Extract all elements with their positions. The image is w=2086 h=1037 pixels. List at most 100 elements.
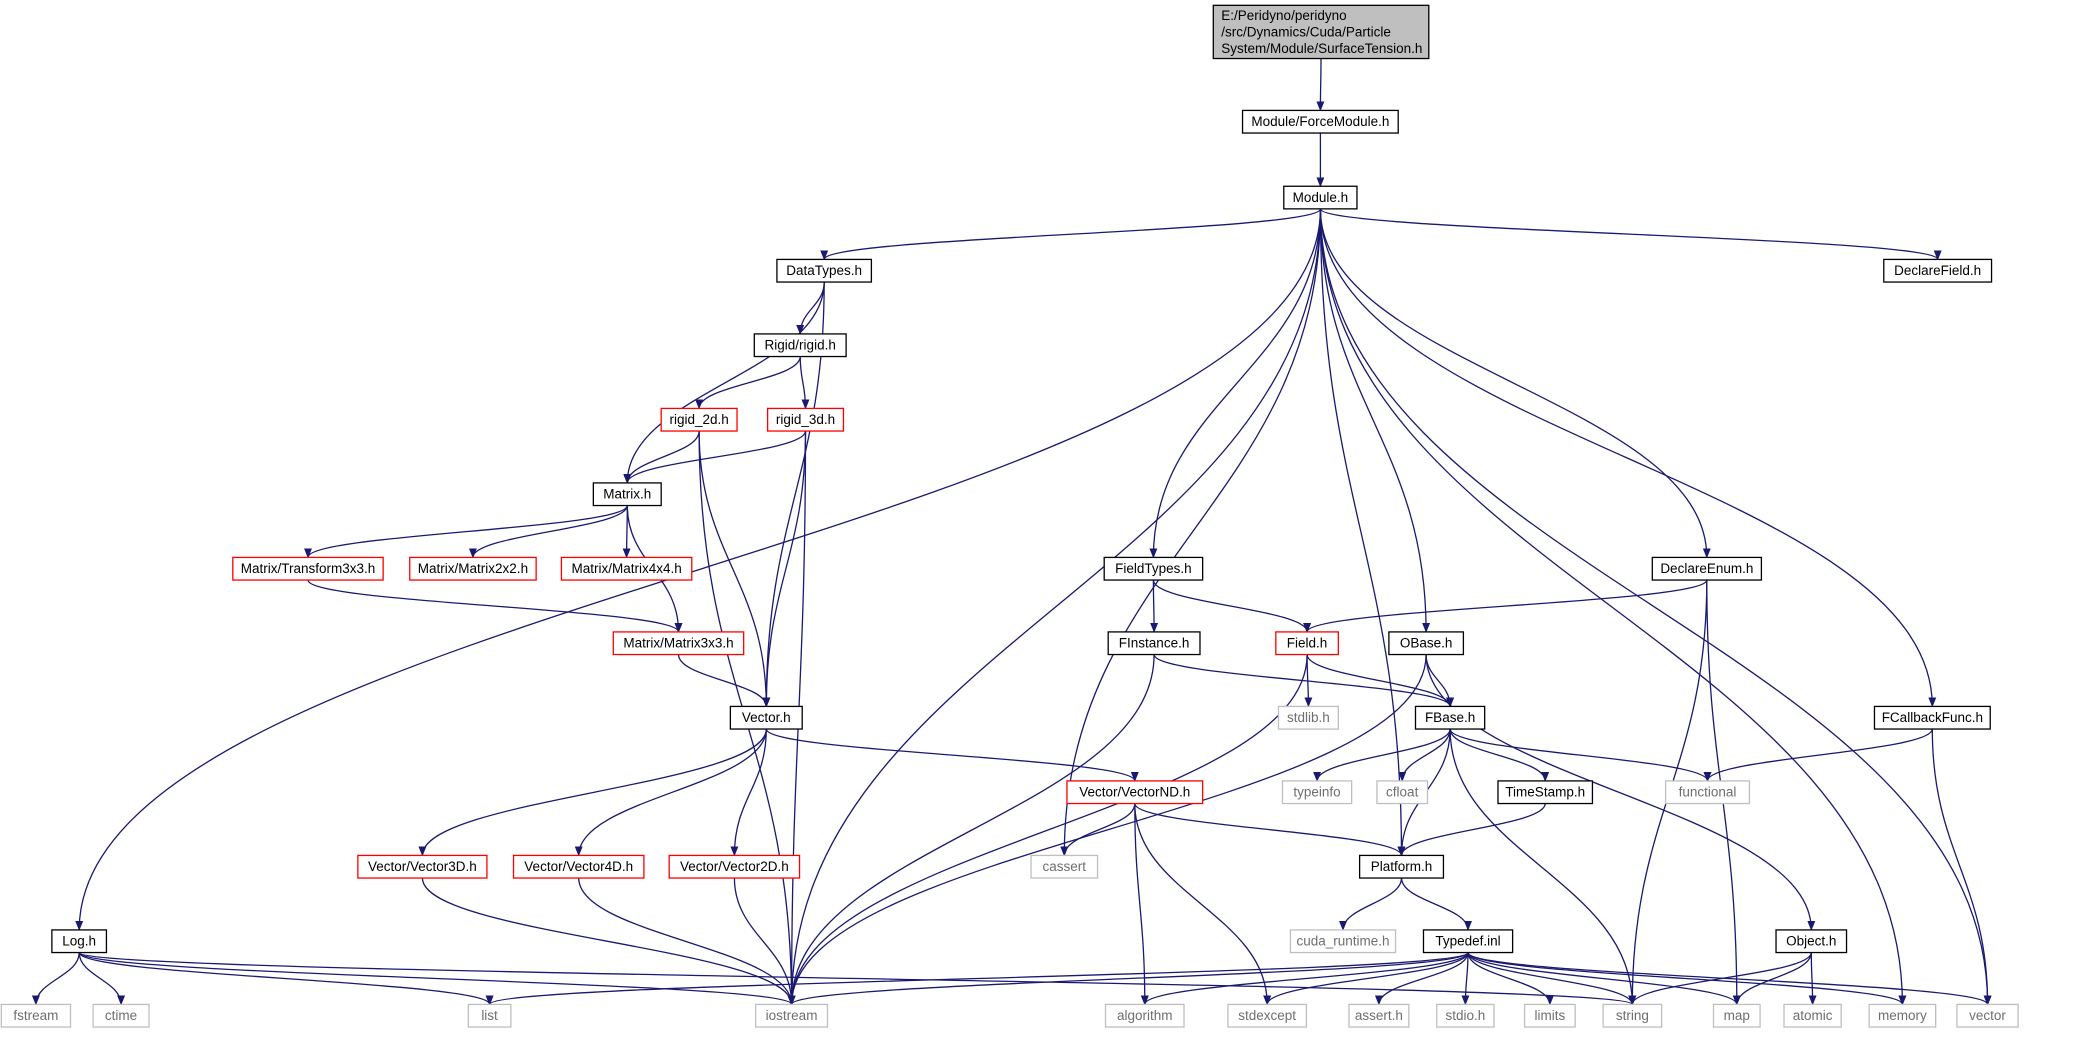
node-label-datatypes: DataTypes.h xyxy=(786,263,862,278)
node-label-obase: OBase.h xyxy=(1400,636,1453,651)
node-box-list xyxy=(467,1003,512,1028)
edge-rigid3d-to-matrix xyxy=(623,430,807,484)
node-box-field xyxy=(1275,631,1339,656)
node-box-platform xyxy=(1358,854,1445,879)
node-label-rigid3d: rigid_3d.h xyxy=(776,412,835,427)
node-box-vector xyxy=(729,705,803,730)
edge-typedef-to-stdio xyxy=(1461,952,1470,1006)
node-vector[interactable]: Vector.h xyxy=(729,705,803,730)
node-vectorstd: vector xyxy=(1956,1003,2019,1028)
edge-module-to-declareenum xyxy=(1319,208,1711,559)
node-matrix[interactable]: Matrix.h xyxy=(592,482,662,507)
edge-log-to-list xyxy=(78,951,494,1006)
node-box-iostream xyxy=(754,1003,829,1028)
edge-vector-to-vectornd xyxy=(765,728,1139,782)
edge-module-to-memory xyxy=(1319,208,1907,1006)
node-label-algorithm: algorithm xyxy=(1117,1008,1173,1023)
edge-fbase-to-functional xyxy=(1449,728,1712,782)
edge-vector2d-to-iostream xyxy=(733,877,796,1006)
edge-module-to-declarefield xyxy=(1319,208,1942,261)
node-box-fstream xyxy=(0,1003,72,1028)
node-vector3d[interactable]: Vector/Vector3D.h xyxy=(357,854,488,879)
node-finstance[interactable]: FInstance.h xyxy=(1107,631,1201,656)
node-fbase[interactable]: FBase.h xyxy=(1414,705,1486,730)
node-rigid2d[interactable]: rigid_2d.h xyxy=(660,407,738,432)
node-vector4d[interactable]: Vector/Vector4D.h xyxy=(512,854,645,879)
node-box-root xyxy=(1212,4,1430,60)
node-label-transform3x3: Matrix/Transform3x3.h xyxy=(241,561,376,576)
edge-typedef-to-vectorstd xyxy=(1467,951,1992,1006)
node-root[interactable]: E:/Peridyno/peridyno/src/Dynamics/Cuda/P… xyxy=(1212,4,1430,60)
edge-typedef-to-list xyxy=(485,951,1469,1006)
node-log[interactable]: Log.h xyxy=(51,929,108,954)
node-limits: limits xyxy=(1523,1003,1576,1028)
node-rigid[interactable]: Rigid/rigid.h xyxy=(753,333,847,358)
edge-vector-to-vector2d xyxy=(730,728,767,857)
node-fcallback[interactable]: FCallbackFunc.h xyxy=(1873,705,1991,730)
node-rigid3d[interactable]: rigid_3d.h xyxy=(766,407,845,432)
node-label-field: Field.h xyxy=(1287,636,1328,651)
edge-vectornd-to-algorithm xyxy=(1134,803,1149,1006)
edge-rigid-to-rigid2d xyxy=(695,356,801,410)
node-list: list xyxy=(467,1003,512,1028)
edge-module-to-log xyxy=(75,208,1322,931)
node-typedef[interactable]: Typedef.inl xyxy=(1422,929,1514,954)
node-module[interactable]: Module.h xyxy=(1283,185,1358,210)
node-box-ctime xyxy=(92,1003,150,1028)
node-field[interactable]: Field.h xyxy=(1275,631,1339,656)
node-box-limits xyxy=(1523,1003,1576,1028)
node-label-fbase: FBase.h xyxy=(1425,710,1475,725)
node-box-finstance xyxy=(1107,631,1201,656)
node-forcemodule[interactable]: Module/ForceModule.h xyxy=(1241,109,1399,134)
node-cfloat: cfloat xyxy=(1376,780,1429,805)
edge-module-to-obase xyxy=(1319,208,1431,633)
node-vector2d[interactable]: Vector/Vector2D.h xyxy=(668,854,801,879)
node-timestamp[interactable]: TimeStamp.h xyxy=(1497,780,1594,805)
node-datatypes[interactable]: DataTypes.h xyxy=(776,258,873,283)
edge-typedef-to-map xyxy=(1467,952,1741,1006)
edge-platform-to-cuda_runtime xyxy=(1339,877,1403,931)
node-declareenum[interactable]: DeclareEnum.h xyxy=(1651,556,1763,581)
node-cassert: cassert xyxy=(1030,854,1099,879)
node-vectornd[interactable]: Vector/VectorND.h xyxy=(1066,780,1204,805)
node-label-stdexcept: stdexcept xyxy=(1238,1008,1296,1023)
node-box-algorithm xyxy=(1104,1003,1185,1028)
node-stdexcept: stdexcept xyxy=(1227,1003,1308,1028)
node-obase[interactable]: OBase.h xyxy=(1388,631,1465,656)
node-object[interactable]: Object.h xyxy=(1775,929,1848,954)
node-box-log xyxy=(51,929,108,954)
node-box-matrix4x4 xyxy=(560,556,693,581)
node-fieldtypes[interactable]: FieldTypes.h xyxy=(1103,556,1204,581)
node-label-log: Log.h xyxy=(62,934,96,949)
edge-fieldtypes-to-finstance xyxy=(1150,579,1159,633)
edge-object-to-string xyxy=(1628,952,1812,1006)
node-box-rigid3d xyxy=(766,407,845,432)
node-matrix2x2[interactable]: Matrix/Matrix2x2.h xyxy=(409,556,537,581)
node-string: string xyxy=(1602,1003,1663,1028)
node-label-platform: Platform.h xyxy=(1371,859,1433,874)
edge-vectornd-to-platform xyxy=(1134,803,1406,857)
node-label-timestamp: TimeStamp.h xyxy=(1505,785,1585,800)
node-stdlib: stdlib.h xyxy=(1277,705,1339,730)
node-box-declarefield xyxy=(1883,258,1993,283)
edge-fbase-to-cfloat xyxy=(1398,728,1451,782)
node-label-finstance: FInstance.h xyxy=(1119,636,1190,651)
node-ctime: ctime xyxy=(92,1003,150,1028)
edge-module-to-fieldtypes xyxy=(1149,208,1322,559)
node-matrix4x4[interactable]: Matrix/Matrix4x4.h xyxy=(560,556,693,581)
edge-vector-to-vector4d xyxy=(574,728,767,857)
node-box-fcallback xyxy=(1873,705,1991,730)
nodes-layer: E:/Peridyno/peridyno/src/Dynamics/Cuda/P… xyxy=(0,4,2019,1028)
node-box-vector4d xyxy=(512,854,645,879)
node-matrix3x3[interactable]: Matrix/Matrix3x3.h xyxy=(612,631,745,656)
node-box-stdlib xyxy=(1277,705,1339,730)
node-platform[interactable]: Platform.h xyxy=(1358,854,1445,879)
node-atomic: atomic xyxy=(1783,1003,1842,1028)
node-label-vector2d: Vector/Vector2D.h xyxy=(680,859,789,874)
node-label-matrix2x2: Matrix/Matrix2x2.h xyxy=(418,561,528,576)
edge-typedef-to-algorithm xyxy=(1140,952,1469,1006)
edge-matrix3x3-to-vector xyxy=(677,654,771,708)
node-box-cassert xyxy=(1030,854,1099,879)
node-transform3x3[interactable]: Matrix/Transform3x3.h xyxy=(232,556,384,581)
node-declarefield[interactable]: DeclareField.h xyxy=(1883,258,1993,283)
